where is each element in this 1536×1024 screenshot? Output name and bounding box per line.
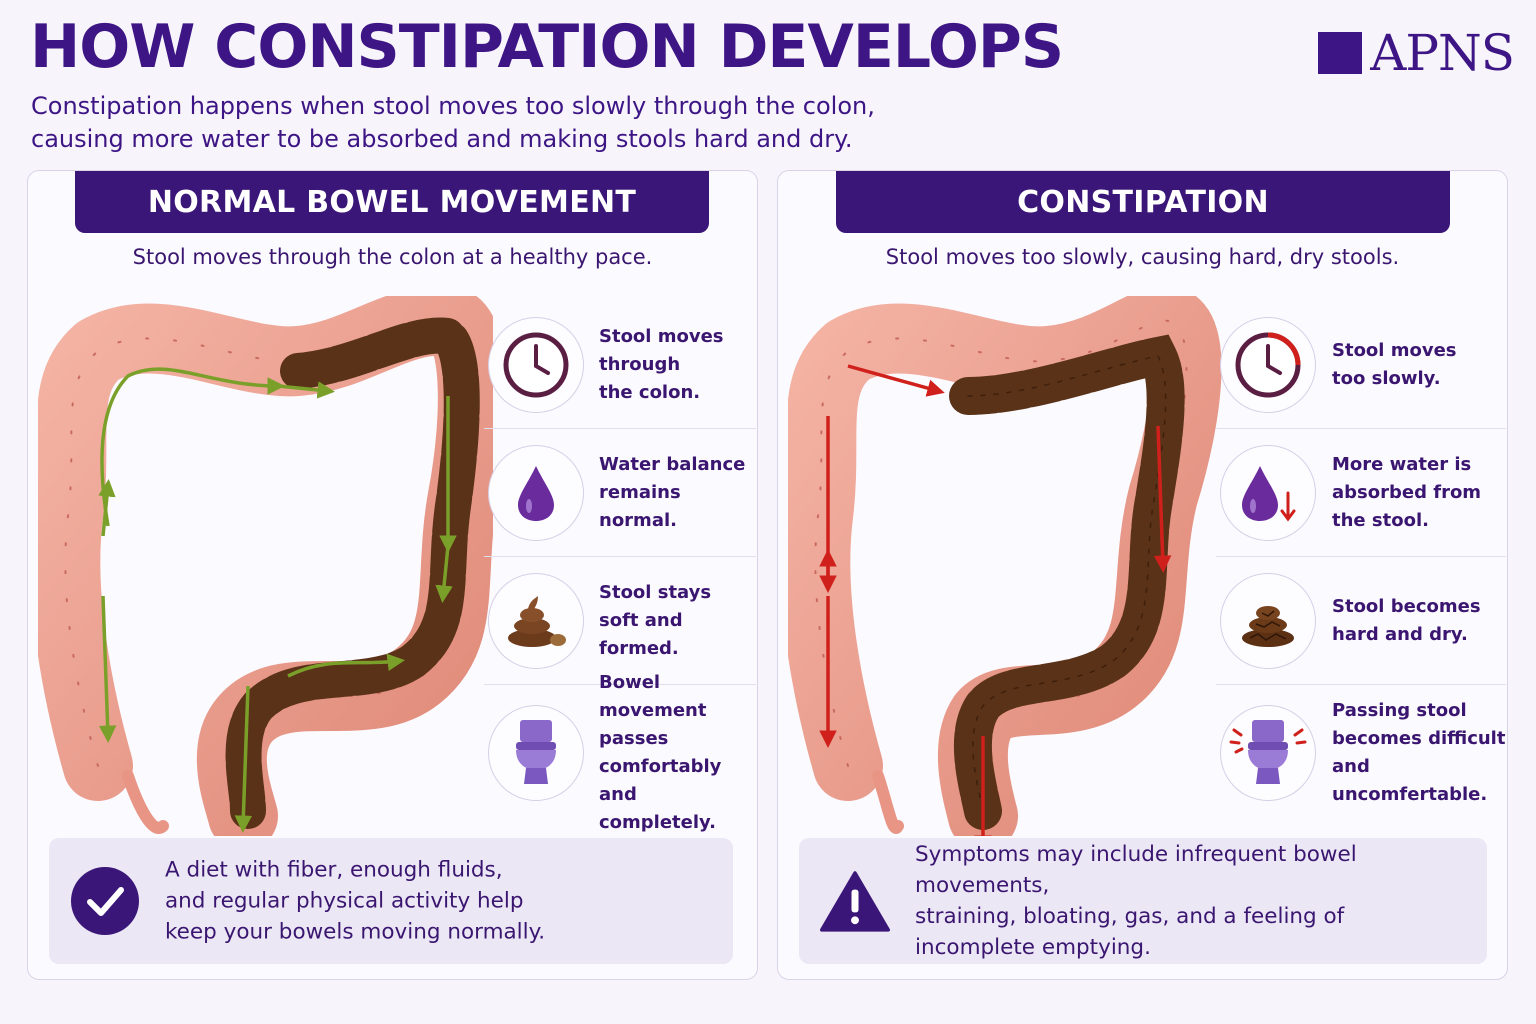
brand-logo: APNS <box>1318 24 1515 82</box>
symptoms-text: Symptoms may include infrequent bowel mo… <box>915 842 1357 960</box>
constipation-item-timing: Stool moves too slowly. <box>1216 301 1506 429</box>
constipation-panel: CONSTIPATION Stool moves too slowly, cau… <box>777 170 1508 980</box>
normal-item-toilet: Bowel movement passes comfortably and co… <box>484 672 756 833</box>
warning-icon <box>820 871 890 932</box>
normal-item-toilet-text: Bowel movement passes comfortably and co… <box>599 672 722 833</box>
appendix <box>122 770 169 834</box>
normal-item-timing-text: Stool moves through the colon. <box>599 325 724 403</box>
constipation-panel-heading: CONSTIPATION <box>836 171 1450 233</box>
normal-panel: NORMAL BOWEL MOVEMENT Stool moves throug… <box>27 170 758 980</box>
colon-tube <box>38 296 493 836</box>
normal-item-timing: Stool moves through the colon. <box>484 301 756 429</box>
page-title: HOW CONSTIPATION DEVELOPS <box>30 12 1064 82</box>
water-drop-down-icon <box>1220 444 1316 541</box>
toilet-strain-icon <box>1220 705 1316 801</box>
hard-stool-icon <box>1220 572 1316 669</box>
constipation-item-toilet: Passing stool becomes difficult and unco… <box>1216 685 1506 821</box>
normal-panel-heading: NORMAL BOWEL MOVEMENT <box>75 171 709 233</box>
normal-panel-subheading: Stool moves through the colon at a healt… <box>132 245 653 269</box>
clock-icon <box>488 316 584 413</box>
water-drop-icon <box>488 444 584 541</box>
constipation-panel-subheading: Stool moves too slowly, causing hard, dr… <box>885 245 1400 269</box>
normal-item-stool-text: Stool stays soft and formed. <box>599 581 712 659</box>
constipation-colon-illustration <box>788 296 1222 836</box>
checkmark-icon <box>71 867 139 935</box>
normal-item-water-text: Water balance remains normal. <box>599 453 746 531</box>
symptoms-box: Symptoms may include infrequent bowel mo… <box>799 838 1487 964</box>
toilet-icon <box>488 705 584 801</box>
constipation-item-toilet-text: Passing stool becomes difficult and unco… <box>1332 700 1506 805</box>
normal-advice-box: A diet with fiber, enough fluids, and re… <box>49 838 733 964</box>
appendix <box>872 770 904 834</box>
constipation-item-timing-text: Stool moves too slowly. <box>1332 339 1457 389</box>
normal-item-water: Water balance remains normal. <box>484 429 756 557</box>
normal-colon-illustration <box>38 296 493 836</box>
stool-icon <box>488 572 584 669</box>
normal-item-stool: Stool stays soft and formed. <box>484 557 756 685</box>
constipation-item-stool: Stool becomes hard and dry. <box>1216 557 1506 685</box>
logo-square-icon <box>1318 32 1363 74</box>
logo-text: APNS <box>1370 24 1515 82</box>
constipation-item-water: More water is absorbed from the stool. <box>1216 429 1506 557</box>
constipation-item-water-text: More water is absorbed from the stool. <box>1332 453 1482 531</box>
page-subtitle: Constipation happens when stool moves to… <box>31 92 875 153</box>
clock-icon <box>1220 316 1316 413</box>
constipation-item-stool-text: Stool becomes hard and dry. <box>1332 595 1481 645</box>
normal-advice-text: A diet with fiber, enough fluids, and re… <box>165 857 546 945</box>
